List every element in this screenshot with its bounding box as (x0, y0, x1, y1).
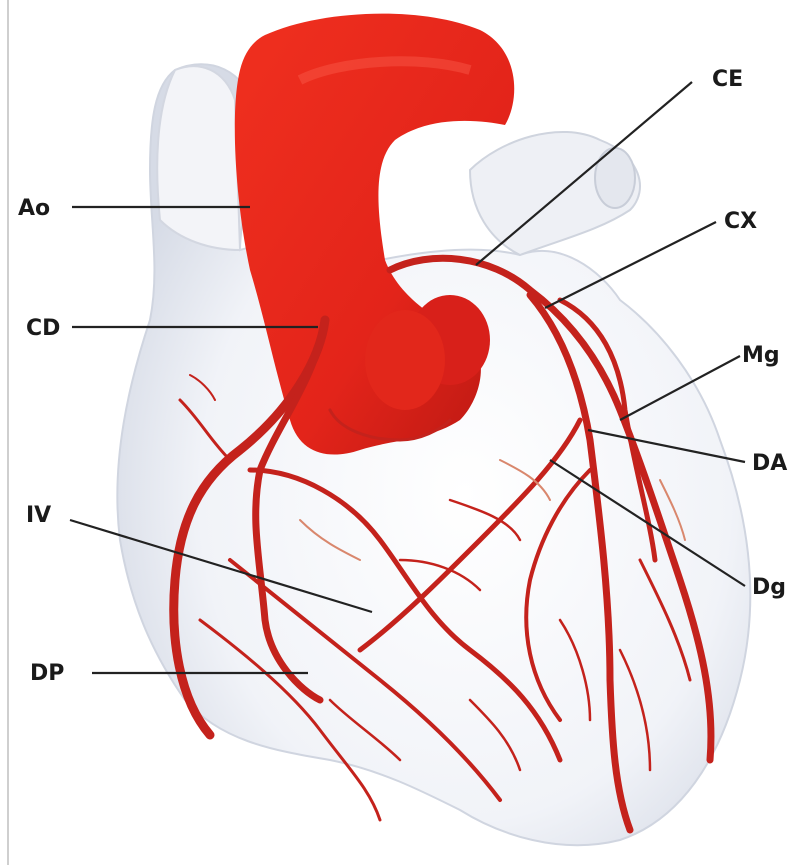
label-da: DA (752, 451, 787, 476)
label-dp: DP (30, 661, 64, 686)
label-cx: CX (724, 209, 757, 234)
label-ce: CE (712, 67, 743, 92)
label-iv: IV (26, 503, 51, 528)
label-cd: CD (26, 316, 60, 341)
label-dg: Dg (752, 575, 786, 600)
label-ao: Ao (18, 196, 50, 221)
label-mg: Mg (742, 343, 780, 368)
